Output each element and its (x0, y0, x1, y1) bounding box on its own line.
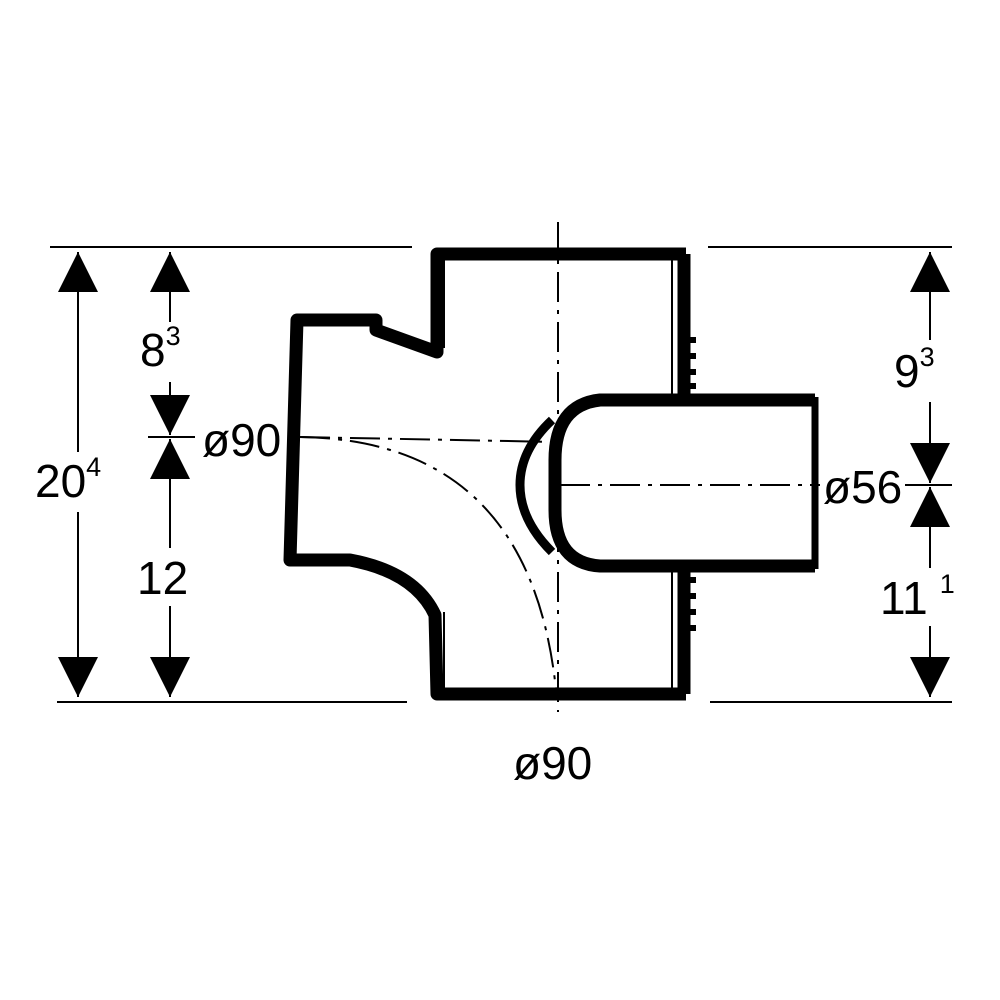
body-ribs (686, 337, 696, 631)
label-upper-right: 93 (892, 344, 937, 397)
center-lines (299, 222, 820, 712)
side-inlet-diameter-text: ø90 (202, 414, 282, 466)
label-lower-right-sup: 1 (939, 569, 955, 599)
label-overall-height-base: 20 (35, 455, 87, 507)
label-upper-left: 83 (138, 323, 183, 376)
label-upper-right-sup: 3 (919, 342, 935, 372)
extension-lines (50, 246, 952, 703)
fitting-body (283, 247, 819, 701)
bottom-outlet-diameter-text: ø90 (513, 737, 593, 789)
label-side-inlet-diameter: ø90 (202, 417, 281, 463)
label-upper-right-base: 9 (894, 345, 920, 397)
label-overall-height: 204 (33, 454, 104, 507)
elbow-centerline-arc (299, 436, 557, 691)
label-overall-height-sup: 4 (86, 452, 102, 482)
label-lower-right-base: 11 (880, 572, 928, 624)
label-lower-left-base: 12 (137, 552, 189, 604)
horizontal-centerline-left (299, 436, 559, 443)
label-upper-left-sup: 3 (165, 321, 181, 351)
label-upper-left-base: 8 (140, 324, 166, 376)
body-thin-lines (294, 260, 673, 690)
right-inlet-pipe (548, 393, 815, 573)
label-lower-left: 12 (135, 552, 191, 604)
right-inlet-diameter-text: ø56 (823, 461, 903, 513)
label-right-inlet-diameter: ø56 (823, 461, 903, 513)
label-bottom-outlet-diameter: ø90 (513, 740, 592, 786)
inlet-inner-arc (515, 416, 556, 556)
body-left-upper-outline (283, 247, 686, 701)
